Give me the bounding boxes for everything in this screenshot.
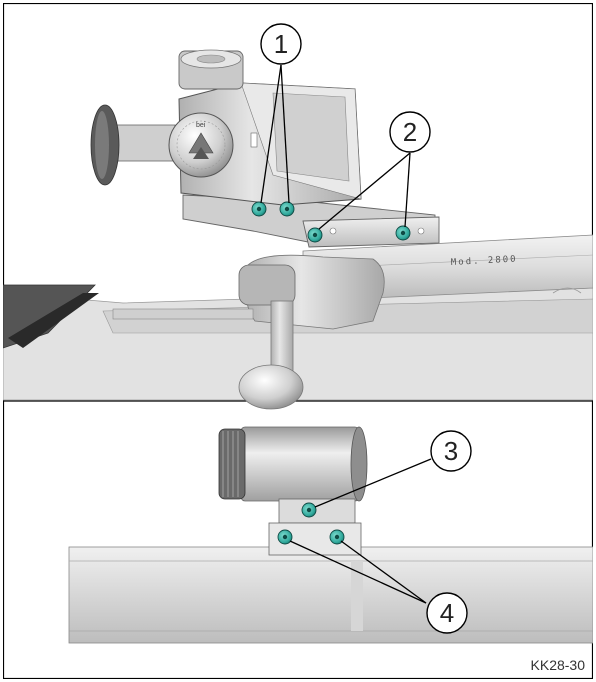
leader-2b bbox=[404, 152, 411, 228]
sight-tube bbox=[240, 426, 360, 502]
windage-knob-highlight bbox=[95, 111, 109, 179]
screw-2b bbox=[395, 225, 411, 241]
bottom-rail bbox=[68, 546, 593, 644]
bolt-handle-stem bbox=[270, 300, 294, 372]
diopter-slot bbox=[250, 132, 258, 148]
bolt-rail bbox=[112, 308, 254, 320]
rail-hole bbox=[417, 227, 425, 235]
leader-4a bbox=[289, 540, 427, 604]
callout-3: 3 bbox=[430, 430, 472, 472]
rail-shade bbox=[351, 561, 363, 631]
top-panel: Mod. 2800 bei bbox=[3, 23, 593, 410]
callout-2: 2 bbox=[389, 111, 431, 153]
brand-dial-ring bbox=[176, 120, 226, 170]
bottom-panel: 3 4 bbox=[68, 426, 593, 644]
svg-text:1: 1 bbox=[274, 29, 288, 59]
leader-4b bbox=[340, 540, 427, 604]
screw-4b bbox=[329, 529, 345, 545]
tube-ring-ribs bbox=[222, 431, 239, 497]
assembly-illustration: Mod. 2800 bei bbox=[3, 3, 593, 679]
leader-2a bbox=[318, 152, 411, 230]
figure-frame: Mod. 2800 bei bbox=[3, 3, 593, 679]
screw-4a bbox=[277, 529, 293, 545]
leader-3 bbox=[314, 458, 432, 508]
figure-id: KK28-30 bbox=[530, 657, 585, 673]
screw-2a bbox=[307, 227, 323, 243]
stock-cutout-shadow bbox=[8, 293, 99, 348]
tube-end bbox=[350, 426, 368, 502]
windage-stem bbox=[114, 124, 176, 162]
bolt-shroud bbox=[238, 264, 296, 306]
svg-text:4: 4 bbox=[440, 598, 454, 628]
svg-text:3: 3 bbox=[444, 436, 458, 466]
mount-upper bbox=[278, 498, 356, 524]
screw-1a bbox=[251, 201, 267, 217]
brand-logo-inner-icon bbox=[193, 147, 209, 159]
callout-1: 1 bbox=[260, 23, 302, 65]
bolt-handle-knob bbox=[238, 364, 304, 410]
svg-text:2: 2 bbox=[403, 117, 417, 147]
receiver-engraving: Mod. 2800 bbox=[451, 255, 518, 268]
diopter-window bbox=[272, 92, 350, 182]
screw-1b bbox=[279, 201, 295, 217]
rail-hole bbox=[329, 227, 337, 235]
brand-label: bei bbox=[196, 122, 206, 129]
leader-1b bbox=[280, 64, 290, 204]
receiver-detail bbox=[552, 287, 582, 294]
screw-3 bbox=[301, 502, 317, 518]
turret-screw bbox=[196, 54, 226, 64]
callout-4: 4 bbox=[426, 592, 468, 634]
leader-1a bbox=[260, 64, 282, 204]
